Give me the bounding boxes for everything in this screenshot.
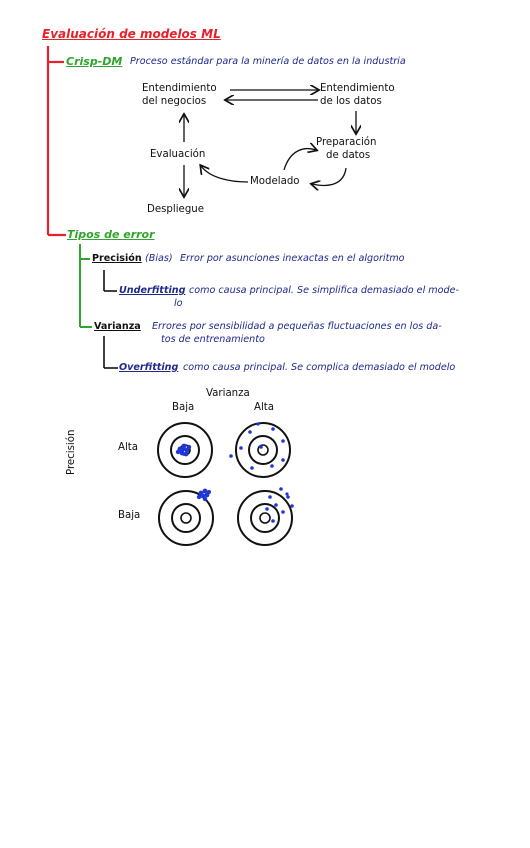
variance-description-line1: Errores por sensibilidad a pequeñas fluc… [152,321,442,332]
overfitting-term: Overfitting [119,362,179,373]
node-evaluation: Evaluación [150,149,206,160]
targets-row-high-label: Alta [118,442,139,453]
bias-paren: (Bias) [145,253,173,264]
target-low-precision-low-variance [158,490,214,546]
node-data-line2: de los datos [320,96,382,107]
targets-col-low-label: Baja [172,402,195,413]
node-business-line1: Entendimiento [142,83,217,94]
page-title: Evaluación de modelos ML [42,27,221,41]
node-business-line2: del negocios [142,96,207,107]
dots-low-precision-high-variance [265,487,294,523]
bias-description: Error por asunciones inexactas en el alg… [180,253,405,264]
node-preparation-line1: Preparación [316,137,377,148]
crisp-dm-description: Proceso estándar para la minería de dato… [130,56,406,67]
targets-col-high-label: Alta [254,402,275,413]
dots-low-precision-low-variance [196,488,211,502]
dots-high-precision-high-variance [229,422,285,470]
node-modeling: Modelado [250,176,300,187]
node-data-line1: Entendimiento [320,83,395,94]
target-high-precision-high-variance [235,422,291,478]
crisp-dm-label: Crisp-DM [66,55,123,68]
bias-term: Precisión [92,253,142,264]
variance-description-line2: tos de entrenamiento [161,334,265,345]
underfitting-description-line1: como causa principal. Se simplifica dema… [189,285,459,296]
variance-term: Varianza [94,321,141,332]
targets-row-low-label: Baja [118,510,141,521]
overfitting-description: como causa principal. Se complica demasi… [183,362,456,373]
underfitting-description-line2: lo [174,298,183,309]
target-low-precision-high-variance [237,490,293,546]
underfitting-term: Underfitting [119,285,186,296]
node-deployment: Despliegue [147,204,205,215]
dots-high-precision-low-variance [175,443,192,457]
targets-col-axis-label: Varianza [206,388,250,399]
node-preparation-line2: de datos [326,150,371,161]
error-types-label: Tipos de error [67,228,155,241]
